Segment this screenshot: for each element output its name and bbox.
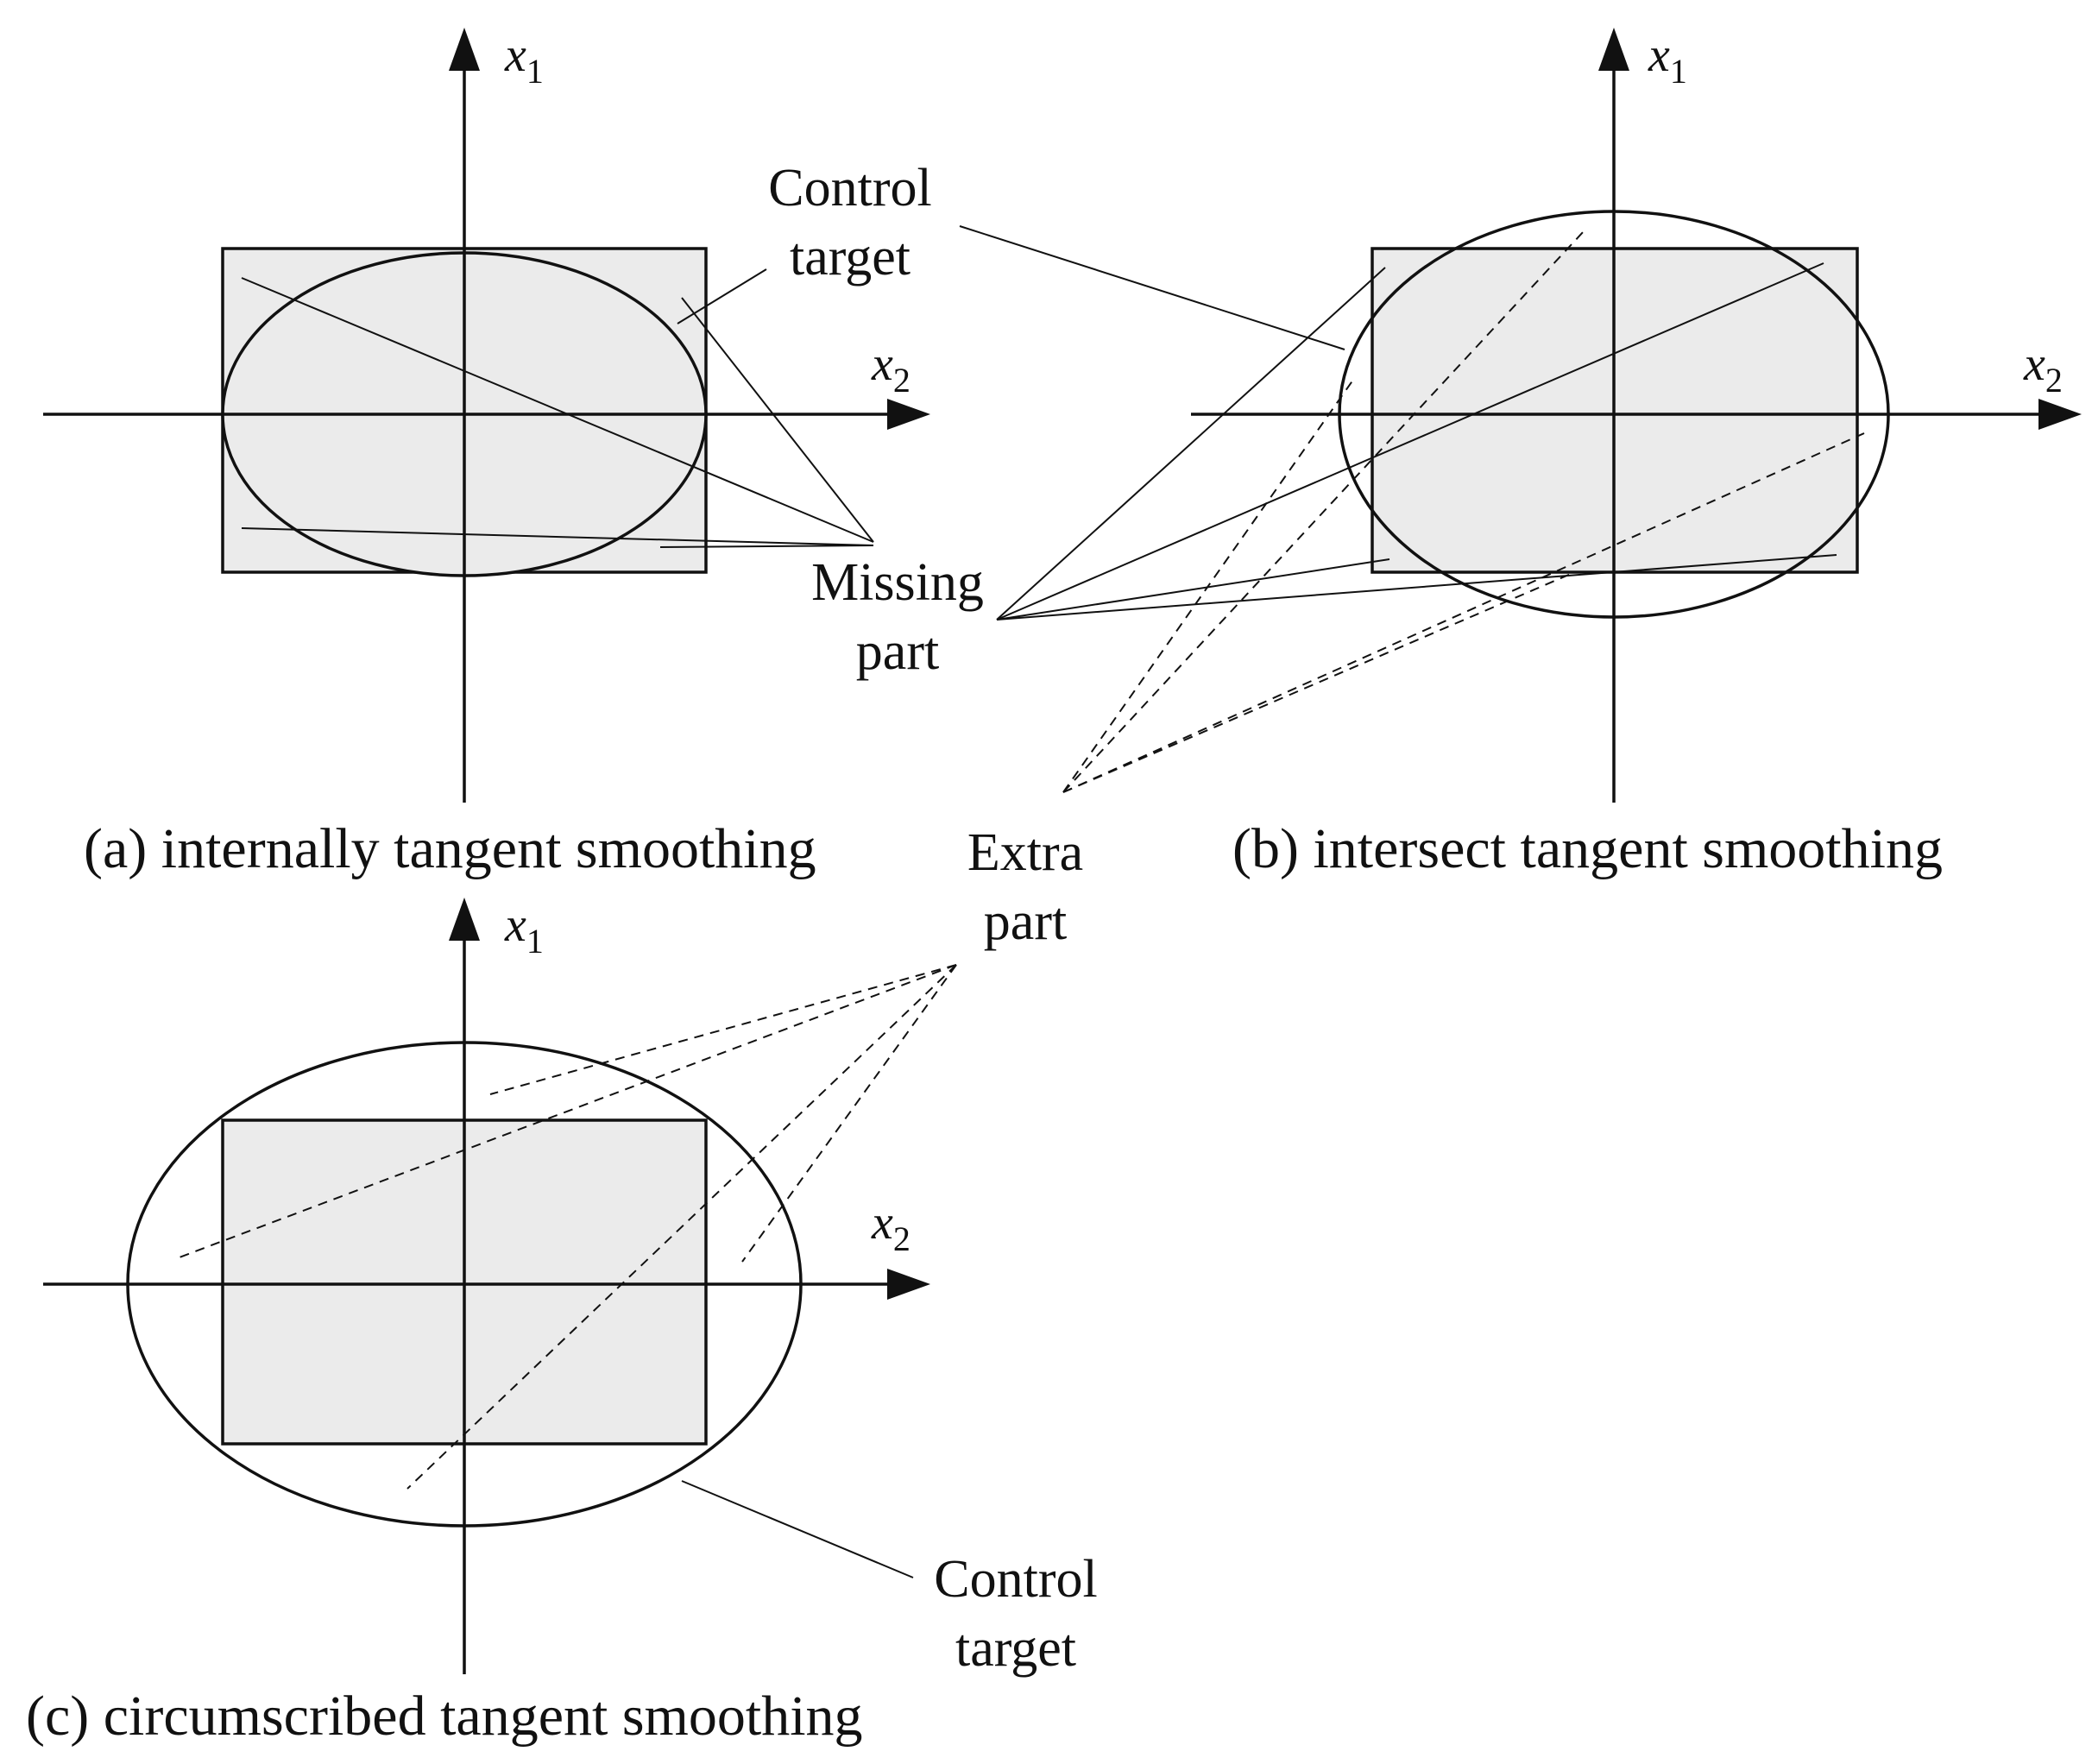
panel-a: x1 x2 (a) internally tangent smoothing (43, 28, 930, 880)
label-control-target-bottom: Control target (934, 1550, 1097, 1678)
panel-b: x1 x2 (b) intersect tangent smoothing (959, 28, 2082, 880)
panel-c-x2-arrowhead (887, 1269, 930, 1300)
label-control-target-top: Control target (768, 159, 931, 287)
caption-b: (b) intersect tangent smoothing (1232, 817, 1943, 880)
panel-b-missing-leader-2 (996, 262, 1824, 621)
panel-b-x1-arrowhead (1598, 28, 1629, 71)
panel-a-missing-leader-2 (681, 297, 874, 543)
panel-c-x2-label: x2 (871, 1196, 911, 1258)
svg-text:Missing: Missing (811, 553, 984, 612)
panel-b-x1-label: x1 (1648, 28, 1687, 91)
svg-text:part: part (984, 892, 1067, 951)
panel-b-extra-leader-4 (1062, 573, 1572, 793)
caption-a: (a) internally tangent smoothing (84, 817, 816, 880)
panel-c-x1-label: x1 (504, 898, 544, 961)
panel-c-x1-arrowhead (449, 898, 480, 941)
panel-b-control-leader (959, 225, 1345, 350)
panel-a-missing-leader-4 (659, 545, 874, 548)
panel-c-extra-leader-4 (406, 964, 957, 1490)
panel-a-x1-label: x1 (504, 28, 544, 91)
panel-b-missing-leader-4 (996, 554, 1837, 621)
panel-a-control-leader (677, 268, 767, 324)
panel-a-x1-arrowhead (449, 28, 480, 71)
caption-c: (c) circumscribed tangent smoothing (26, 1685, 863, 1748)
svg-text:target: target (955, 1619, 1076, 1678)
panel-b-x2-arrowhead (2038, 399, 2082, 430)
svg-text:Control: Control (934, 1550, 1097, 1609)
label-missing-part: Missing part (811, 553, 984, 681)
panel-c-extra-leader-1 (489, 964, 957, 1095)
panel-c-extra-leader-3 (741, 964, 957, 1263)
svg-text:Control: Control (768, 159, 931, 217)
panel-a-x2-label: x2 (871, 337, 911, 400)
panel-b-extra-leader-2 (1062, 379, 1354, 793)
panel-b-extra-leader-1 (1062, 230, 1585, 793)
panel-a-x2-arrowhead (887, 399, 930, 430)
panel-a-missing-leader-3 (241, 527, 874, 546)
label-extra-part: Extra part (967, 823, 1083, 951)
panel-b-x2-label: x2 (2023, 337, 2063, 400)
panel-b-missing-leader-3 (996, 558, 1390, 621)
svg-text:part: part (856, 622, 939, 681)
panel-b-missing-leader-1 (996, 267, 1386, 621)
svg-text:Extra: Extra (967, 823, 1083, 882)
panel-c-extra-leader-2 (176, 964, 957, 1259)
panel-a-missing-leader-1 (241, 277, 874, 543)
svg-text:target: target (790, 228, 911, 287)
panel-c: x1 x2 (c) circumscribed tangent smoothin… (26, 898, 957, 1748)
panel-c-control-leader (681, 1480, 914, 1578)
